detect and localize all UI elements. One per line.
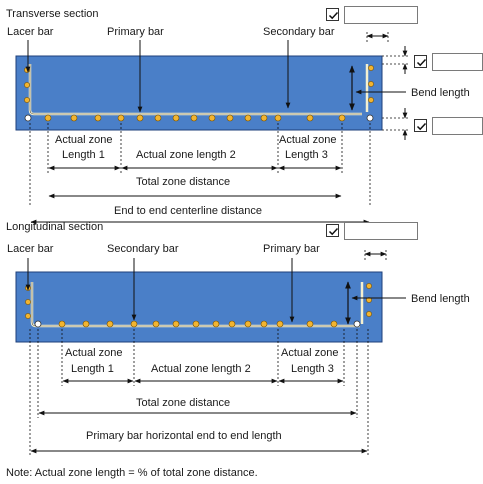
transverse-side-cover-input[interactable]	[432, 53, 483, 71]
longitudinal-zone3-line2: Length 3	[291, 363, 334, 375]
longitudinal-total-zone-label: Total zone distance	[136, 397, 230, 409]
transverse-bottom-cover-checkbox[interactable]	[414, 119, 427, 132]
transverse-top-cover-checkbox[interactable]	[326, 8, 339, 21]
transverse-secondary-bar-label: Secondary bar	[263, 26, 335, 38]
transverse-slab	[15, 55, 383, 131]
transverse-lacer-bar-label: Lacer bar	[7, 26, 54, 38]
longitudinal-zone2-label: Actual zone length 2	[151, 363, 251, 375]
checkmark-icon	[416, 122, 427, 131]
note-text: Note: Actual zone length = % of total zo…	[6, 467, 258, 479]
transverse-side-cover-checkbox[interactable]	[414, 55, 427, 68]
transverse-top-cover-input[interactable]	[344, 6, 418, 24]
longitudinal-lacer-bar-label: Lacer bar	[7, 243, 54, 255]
checkmark-icon	[328, 11, 339, 20]
transverse-zone1-line2: Length 1	[62, 149, 105, 161]
transverse-bar-dots	[24, 65, 374, 122]
longitudinal-zone1-line1: Actual zone	[65, 347, 122, 359]
longitudinal-primary-bar-label: Primary bar	[263, 243, 320, 255]
transverse-bend-length-label: Bend length	[411, 87, 470, 99]
longitudinal-cover-checkbox[interactable]	[326, 224, 339, 237]
transverse-total-zone-label: Total zone distance	[136, 176, 230, 188]
longitudinal-end-to-end-label: Primary bar horizontal end to end length	[86, 430, 282, 442]
longitudinal-bend-length-label: Bend length	[411, 293, 470, 305]
checkmark-icon	[328, 227, 339, 236]
transverse-primary-bar-label: Primary bar	[107, 26, 164, 38]
transverse-zone3-line1: Actual zone	[279, 134, 336, 146]
transverse-zone3-line2: Length 3	[285, 149, 328, 161]
checkmark-icon	[416, 58, 427, 67]
longitudinal-zone3-line1: Actual zone	[281, 347, 338, 359]
transverse-end-to-end-label: End to end centerline distance	[114, 205, 262, 217]
longitudinal-secondary-bar-label: Secondary bar	[107, 243, 179, 255]
longitudinal-slab	[15, 271, 383, 343]
transverse-bottom-cover-input[interactable]	[432, 117, 483, 135]
longitudinal-bar-dots	[25, 283, 372, 328]
transverse-heading: Transverse section	[6, 8, 99, 20]
longitudinal-heading: Longitudinal section	[6, 221, 103, 233]
longitudinal-cover-input[interactable]	[344, 222, 418, 240]
longitudinal-zone1-line2: Length 1	[71, 363, 114, 375]
transverse-zone1-line1: Actual zone	[55, 134, 112, 146]
transverse-zone2-label: Actual zone length 2	[136, 149, 236, 161]
